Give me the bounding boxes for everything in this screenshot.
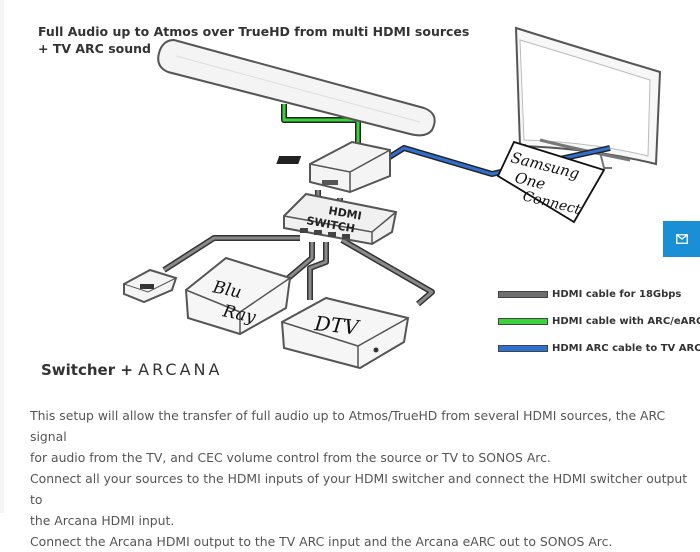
arcana-logo: ARCANA xyxy=(138,360,223,379)
legend-label-18gbps: HDMI cable for 18Gbps xyxy=(552,288,682,300)
legend-swatch-blue xyxy=(498,344,548,352)
setup-diagram: HDMI SWITCH Samsung One Connect Blu Ray … xyxy=(123,26,662,370)
tv-illustration xyxy=(514,26,662,169)
diagram-title-line-2: + TV ARC sound xyxy=(38,41,151,56)
legend-item-arc-earc: HDMI cable with ARC/eARC xyxy=(498,314,700,328)
cable-legend: HDMI cable for 18Gbps HDMI cable with AR… xyxy=(498,287,700,368)
arcana-box xyxy=(276,140,391,194)
dtv-handwritten: DTV xyxy=(312,311,362,340)
dtv-box xyxy=(280,296,410,370)
legend-item-18gbps: HDMI cable for 18Gbps xyxy=(498,287,700,301)
description-line-4: the Arcana HDMI input. xyxy=(30,513,175,528)
legend-swatch-gray xyxy=(498,290,548,298)
soundbar-illustration xyxy=(157,38,436,137)
switcher-label-text: Switcher + xyxy=(41,361,139,379)
diagram-title-line-1: Full Audio up to Atmos over TrueHD from … xyxy=(38,24,470,39)
bluray-player-box xyxy=(184,256,292,336)
setup-description: This setup will allow the transfer of fu… xyxy=(30,405,690,552)
legend-label-tv-arc: HDMI ARC cable to TV ARC xyxy=(552,342,700,354)
description-line-2: for audio from the TV, and CEC volume co… xyxy=(30,450,551,465)
legend-item-tv-arc: HDMI ARC cable to TV ARC xyxy=(498,341,700,355)
diagram-title: Full Audio up to Atmos over TrueHD from … xyxy=(38,23,470,57)
legend-label-arc-earc: HDMI cable with ARC/eARC xyxy=(552,315,700,327)
page-edge xyxy=(0,0,4,513)
description-line-3: Connect all your sources to the HDMI inp… xyxy=(30,471,688,507)
description-line-1: This setup will allow the transfer of fu… xyxy=(30,408,666,444)
hdmi-switch-box: HDMI SWITCH xyxy=(283,192,398,246)
switcher-arcana-label: Switcher + ARCANA xyxy=(41,360,222,379)
legend-swatch-green xyxy=(498,317,548,325)
hdmi-switch-label-1: HDMI xyxy=(327,204,362,223)
description-line-5: Connect the Arcana HDMI output to the TV… xyxy=(30,534,613,549)
contact-mail-button[interactable] xyxy=(663,221,700,257)
mail-icon xyxy=(675,234,688,244)
apple-tv-box xyxy=(123,268,178,304)
